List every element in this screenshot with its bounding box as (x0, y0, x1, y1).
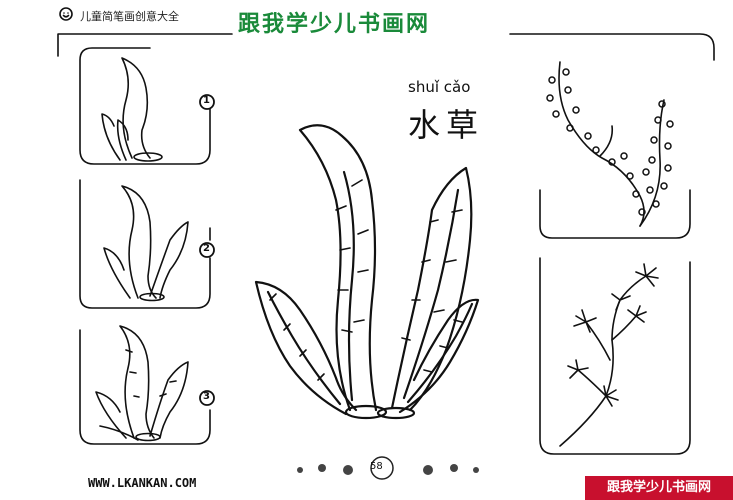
website-url: WWW.LKANKAN.COM (88, 476, 197, 490)
seaweed-step-3 (95, 325, 189, 442)
page-number: 58 (370, 461, 383, 472)
footer-decoration (297, 464, 479, 475)
series-title: 儿童简笔画创意大全 (80, 10, 179, 23)
step-1-frame (79, 47, 211, 165)
pinyin-label: shuǐ cǎo (408, 78, 471, 96)
step-badge-2 (199, 242, 215, 258)
seaweed-variant-feathery (559, 263, 659, 447)
chinese-name-label: 水草 (408, 106, 485, 144)
smiley-icon (59, 7, 73, 21)
seaweed-step-2 (103, 185, 189, 302)
step-2-frame (79, 179, 211, 309)
step-number-2: 2 (203, 243, 210, 254)
seaweed-main-drawing (254, 124, 480, 420)
step-badge-3 (199, 390, 215, 406)
watermark-banner: 跟我学少儿书画网 (585, 476, 733, 500)
step-badge-1 (199, 94, 215, 110)
step-number-1: 1 (203, 95, 210, 106)
site-title: 跟我学少儿书画网 (238, 12, 431, 37)
step-number-3: 3 (203, 391, 210, 402)
page-number-badge (370, 456, 394, 480)
variant-frame-1 (539, 189, 691, 239)
seaweed-step-1 (101, 57, 163, 162)
seaweed-variant-berries (546, 61, 674, 227)
variant-frame-2 (539, 257, 691, 455)
step-3-frame (79, 329, 211, 445)
